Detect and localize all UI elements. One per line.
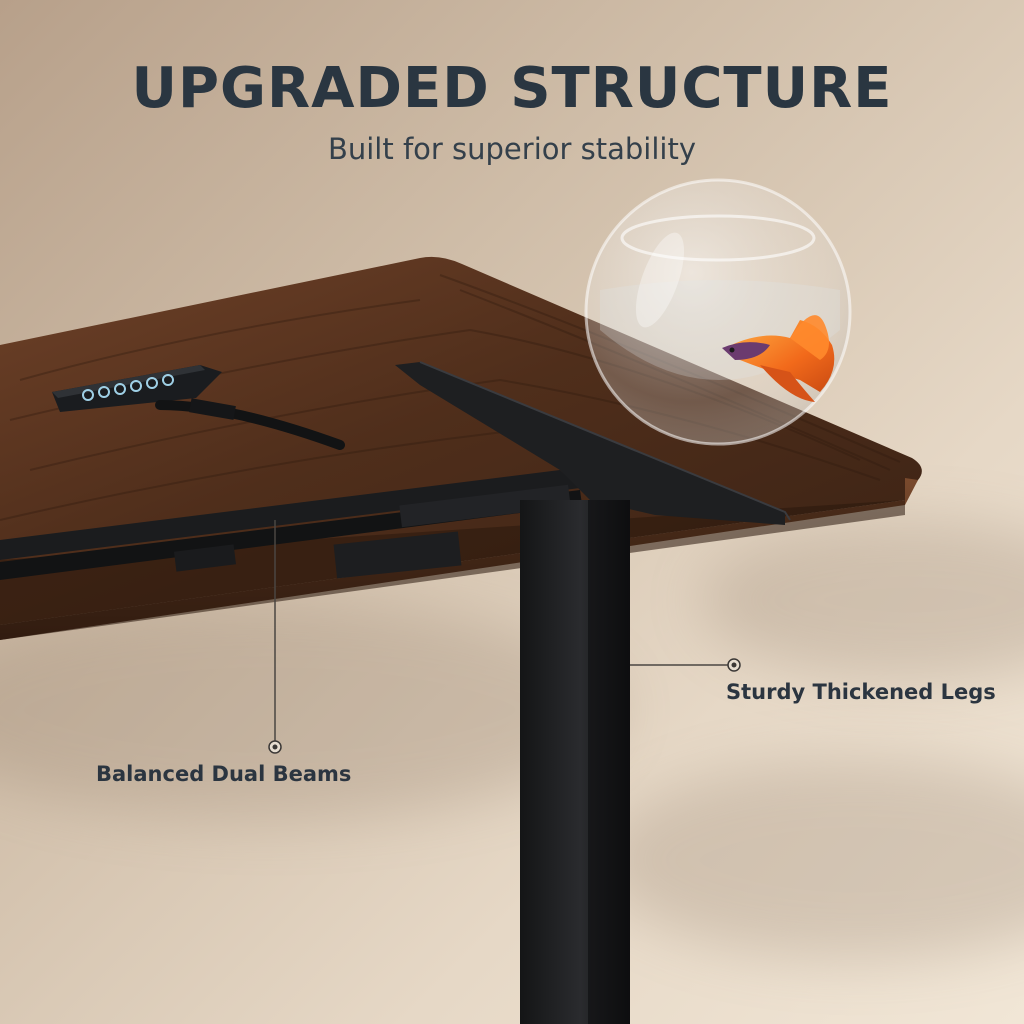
callout-line-beams	[268, 520, 282, 754]
desk-leg	[520, 500, 630, 1024]
fishbowl	[584, 178, 852, 446]
background-shadow	[700, 520, 1024, 680]
page-subtitle: Built for superior stability	[327, 132, 697, 166]
callout-line-legs	[630, 658, 741, 672]
fish-icon	[722, 315, 835, 402]
control-panel-icon	[52, 365, 345, 450]
callout-legs-label: Sturdy Thickened Legs	[726, 680, 996, 704]
page-title: UPGRADED STRUCTURE	[131, 56, 893, 121]
crossbeam	[0, 470, 582, 580]
background-shadow	[0, 600, 620, 820]
background-shadow	[600, 760, 1024, 960]
callout-beams-label: Balanced Dual Beams	[96, 762, 352, 786]
leg-bracket	[395, 361, 791, 525]
